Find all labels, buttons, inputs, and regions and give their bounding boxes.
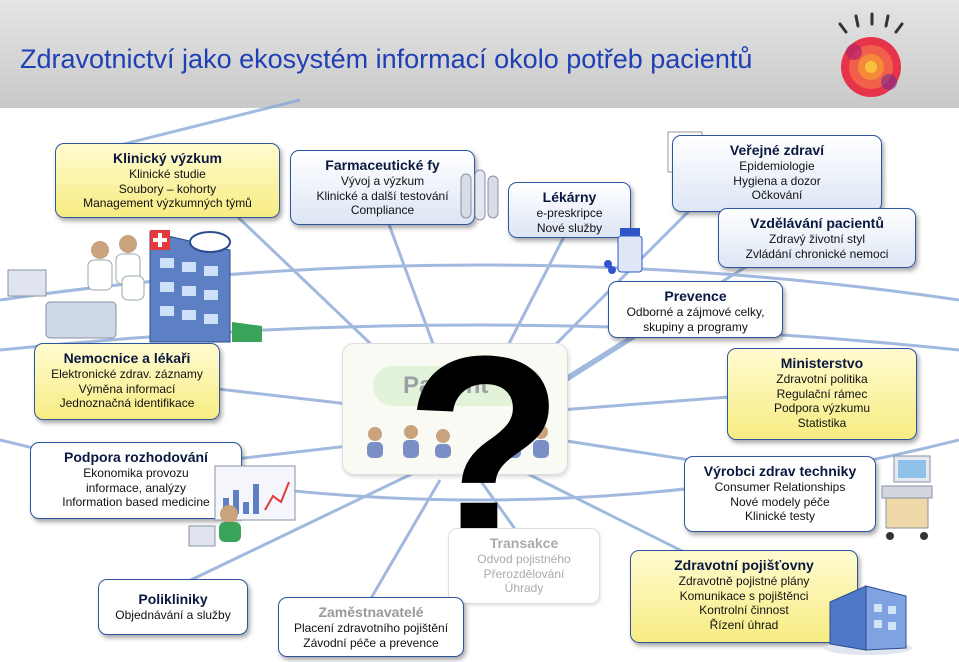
box-klinicky-vyzkum: Klinický výzkum Klinické studie Soubory … — [55, 143, 280, 218]
box-line: Kontrolní činnost — [699, 603, 789, 617]
pill-bottle-icon — [604, 228, 643, 274]
box-title: Transakce — [489, 535, 559, 551]
people-icon — [367, 425, 549, 458]
box-line: Výměna informací — [78, 381, 176, 396]
box-line: Hygiena a dozor — [733, 173, 821, 188]
pacient-panel: Pacient — [342, 343, 568, 475]
box-title: Veřejné zdraví — [729, 142, 825, 158]
box-line: Elektronické zdrav. záznamy — [51, 367, 203, 381]
box-title: Podpora rozhodování — [64, 449, 208, 465]
header-band — [0, 0, 959, 108]
box-line: Information based medicine — [62, 495, 210, 509]
box-line: Závodní péče a prevence — [303, 635, 439, 650]
box-line: Nové služby — [536, 220, 603, 235]
logo-icon — [838, 12, 904, 97]
box-title: Zaměstnavatelé — [318, 604, 424, 620]
box-line: Očkování — [751, 188, 803, 202]
pacient-label: Pacient — [403, 372, 489, 399]
pacient-oval — [373, 366, 543, 406]
box-title: Vzdělávání pacientů — [750, 215, 884, 231]
box-line: Klinické studie — [129, 167, 206, 181]
box-line: Placení zdravotního pojištění — [293, 621, 449, 635]
box-title: Nemocnice a lékaři — [63, 350, 191, 366]
box-line: Vývoj a výzkum — [340, 174, 425, 188]
box-line: Compliance — [350, 203, 415, 217]
box-line: Management výzkumných týmů — [83, 196, 252, 210]
box-transakce: Transakce Odvod pojistného Přerozdělován… — [448, 528, 600, 604]
box-zdravotni-pojistovny: Zdravotní pojišťovny Zdravotně pojistné … — [630, 550, 858, 643]
box-title: Výrobci zdrav techniky — [703, 463, 857, 479]
box-line: Ekonomika provozu — [83, 466, 189, 480]
box-line: Nové modely péče — [730, 494, 830, 509]
box-line: Úhrady — [504, 581, 544, 595]
box-line: e-preskripce — [536, 206, 603, 220]
box-title: Polikliniky — [138, 591, 208, 607]
box-polikliniky: Polikliniky Objednávání a služby — [98, 579, 248, 635]
box-line: Komunikace s pojištěnci — [679, 588, 809, 603]
box-line: Regulační rámec — [776, 386, 868, 401]
box-line: Zdravotně pojistné plány — [678, 574, 810, 588]
box-line: Podpora výzkumu — [773, 401, 871, 415]
box-zamestnavatele: Zaměstnavatelé Placení zdravotního pojiš… — [278, 597, 464, 657]
office-building-illustration — [824, 585, 912, 655]
box-farmaceuticke-fy: Farmaceutické fy Vývoj a výzkum Klinické… — [290, 150, 475, 225]
box-vyrobci-zdrav-techniky: Výrobci zdrav techniky Consumer Relation… — [684, 456, 876, 532]
box-title: Klinický výzkum — [113, 150, 222, 166]
box-podpora-rozhodovani: Podpora rozhodování Ekonomika provozu in… — [30, 442, 242, 519]
test-tubes-icon — [460, 169, 499, 221]
box-vzdelavani-pacientu: Vzdělávání pacientů Zdravý životní styl … — [718, 208, 916, 268]
box-verejne-zdravi: Veřejné zdraví Epidemiologie Hygiena a d… — [672, 135, 882, 212]
box-title: Farmaceutické fy — [325, 157, 440, 173]
box-line: Soubory – kohorty — [118, 181, 217, 196]
box-line: Zvládání chronické nemoci — [745, 246, 889, 261]
box-prevence: Prevence Odborné a zájmové celky, skupin… — [608, 281, 783, 338]
box-line: Klinické a další testování — [316, 188, 449, 203]
medical-device-illustration — [881, 455, 933, 540]
box-line: Epidemiologie — [739, 159, 815, 173]
box-line: skupiny a programy — [643, 319, 748, 334]
box-line: Statistika — [797, 415, 847, 430]
box-line: Zdravý životní styl — [768, 232, 866, 246]
box-title: Zdravotní pojišťovny — [674, 557, 814, 573]
box-title: Prevence — [664, 288, 727, 304]
box-title: Ministerstvo — [780, 355, 864, 371]
box-lekarny: Lékárny e-preskripce Nové služby — [508, 182, 631, 238]
box-ministerstvo: Ministerstvo Zdravotní politika Regulačn… — [727, 348, 917, 440]
box-line: Jednoznačná identifikace — [59, 396, 195, 410]
box-line: informace, analýzy — [85, 480, 187, 495]
page-title: Zdravotnictví jako ekosystém informací o… — [20, 44, 753, 74]
box-line: Consumer Relationships — [714, 480, 846, 494]
box-title: Lékárny — [542, 189, 597, 205]
box-line: Řízení úhrad — [709, 617, 779, 632]
box-line: Odborné a zájmové celky, — [626, 305, 765, 319]
box-nemocnice-lekari: Nemocnice a lékaři Elektronické zdrav. z… — [34, 343, 220, 420]
analyst-workstation-illustration — [188, 465, 296, 547]
box-line: Přerozdělování — [483, 566, 565, 581]
box-line: Klinické testy — [744, 509, 816, 523]
box-line: Zdravotní politika — [776, 372, 868, 386]
box-line: Odvod pojistného — [477, 552, 571, 566]
box-line: Objednávání a služby — [115, 608, 231, 622]
hospital-illustration — [7, 230, 262, 343]
